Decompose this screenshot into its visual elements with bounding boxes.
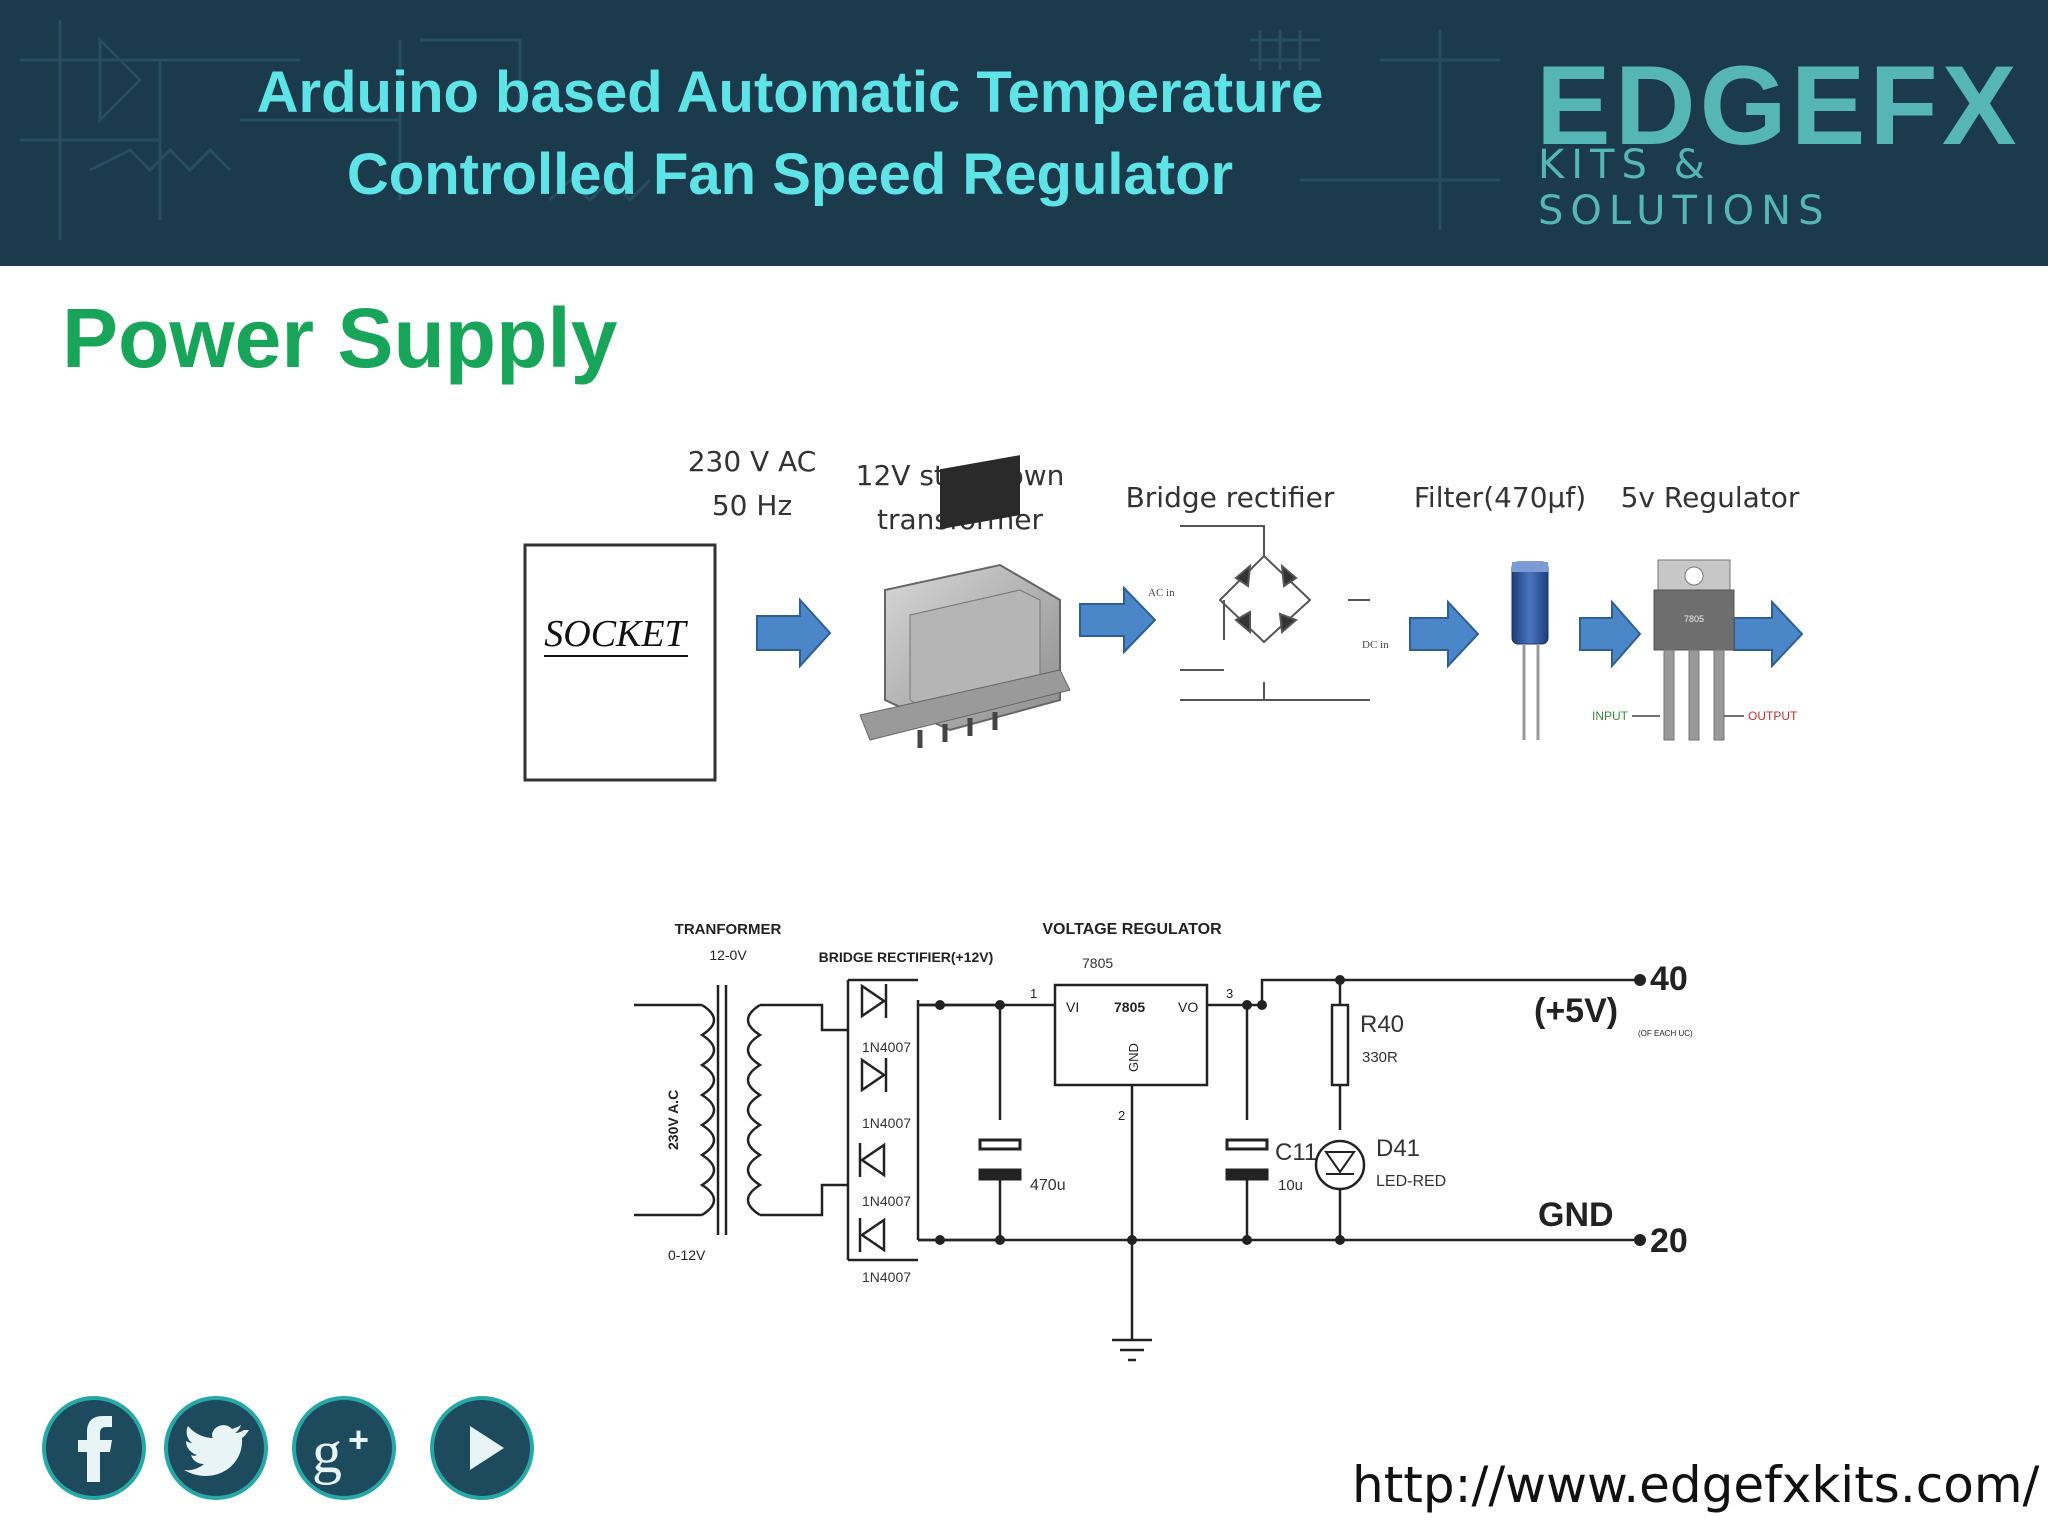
- regulator-chip: 7805: [1114, 999, 1145, 1015]
- out-pin: 40: [1650, 960, 1688, 998]
- twitter-icon: [184, 1425, 249, 1476]
- regulator-title: VOLTAGE REGULATOR: [1042, 921, 1222, 938]
- cap1-value: 470u: [1030, 1177, 1066, 1194]
- pin-1: 1: [1030, 986, 1037, 1001]
- transformer-image: [859, 455, 1071, 748]
- out-label: (+5V): [1534, 992, 1618, 1030]
- led-value: LED-RED: [1376, 1173, 1446, 1190]
- website-link[interactable]: http://www.edgefxkits.com/: [1352, 1456, 2040, 1514]
- filter-label: Filter(470µf): [1413, 481, 1587, 514]
- google-plus-button[interactable]: g +: [292, 1396, 396, 1500]
- youtube-button[interactable]: [430, 1396, 534, 1500]
- secondary-label: 0-12V: [668, 1247, 706, 1263]
- schematic: TRANFORMER 12-0V BRIDGE RECTIFIER(+12V) …: [634, 921, 1693, 1362]
- out-note: (OF EACH UC): [1638, 1029, 1693, 1038]
- led-name: D41: [1376, 1135, 1420, 1162]
- diode-3: 1N4007: [862, 1193, 911, 1209]
- pin-2: 2: [1118, 1108, 1125, 1123]
- title-line-2: Controlled Fan Speed Regulator: [346, 142, 1234, 207]
- youtube-icon: [470, 1426, 504, 1470]
- slide-title: Arduino based Automatic Temperature Cont…: [90, 52, 1490, 216]
- logo-wordmark: EDGEFX: [1536, 43, 2021, 168]
- pin-vi: VI: [1066, 999, 1079, 1015]
- diode-1: 1N4007: [862, 1039, 911, 1055]
- input-frequency: 50 Hz: [711, 489, 793, 522]
- arrow-icon: [1579, 599, 1642, 669]
- gnd-label: GND: [1538, 1196, 1614, 1234]
- socket-label: SOCKET: [544, 613, 688, 655]
- google-plus-icon: g +: [312, 1419, 369, 1485]
- svg-text:g: g: [312, 1419, 342, 1485]
- arrow-icon: [1409, 599, 1480, 669]
- pin-gnd: GND: [1126, 1043, 1141, 1072]
- facebook-button[interactable]: [42, 1396, 146, 1500]
- filter-capacitor: [1511, 561, 1549, 740]
- output-pin-label: OUTPUT: [1748, 709, 1798, 723]
- resistor-value: 330R: [1362, 1049, 1398, 1066]
- arrow-icon: [1079, 585, 1157, 655]
- input-label: 230 V AC 50 Hz: [672, 440, 832, 528]
- socket-block: SOCKET: [523, 543, 717, 782]
- transformer-rating: 12-0V: [709, 947, 747, 963]
- twitter-button[interactable]: [164, 1396, 268, 1500]
- regulator-label: 5v Regulator: [1620, 481, 1800, 514]
- input-pin-label: INPUT: [1592, 709, 1629, 723]
- regulator-chip-label: 7805: [1684, 614, 1704, 624]
- logo-tagline: KITS & SOLUTIONS: [1538, 142, 1831, 234]
- pin-3: 3: [1226, 986, 1233, 1001]
- facebook-icon: [78, 1416, 112, 1482]
- gnd-pin: 20: [1650, 1222, 1688, 1260]
- arrow-icon: [756, 597, 832, 669]
- edgefx-logo: EDGEFX KITS & SOLUTIONS: [1530, 50, 2017, 235]
- regulator-7805: 7805 INPUT OUTPUT: [1592, 559, 1798, 741]
- ac-in-label: AC in: [1148, 587, 1175, 599]
- flow-arrows: [756, 585, 1804, 669]
- header-banner: Arduino based Automatic Temperature Cont…: [0, 0, 2048, 266]
- cap2-name: C11: [1275, 1139, 1317, 1166]
- resistor-name: R40: [1360, 1011, 1404, 1038]
- rectifier-label: Bridge rectifier: [1125, 481, 1335, 514]
- transformer-title: TRANFORMER: [675, 921, 782, 938]
- input-voltage: 230 V AC: [687, 445, 817, 478]
- section-title: Power Supply: [62, 291, 618, 385]
- primary-label: 230V A.C: [665, 1090, 681, 1150]
- regulator-part: 7805: [1082, 955, 1113, 971]
- bridge-rectifier: AC in DC in: [1148, 525, 1389, 701]
- diode-2: 1N4007: [862, 1115, 911, 1131]
- arrow-icon: [1733, 599, 1804, 669]
- title-line-1: Arduino based Automatic Temperature: [256, 60, 1324, 125]
- cap2-value: 10u: [1278, 1177, 1303, 1194]
- dc-in-label: DC in: [1362, 639, 1389, 651]
- pin-vo: VO: [1178, 999, 1198, 1015]
- svg-text:+: +: [348, 1419, 369, 1460]
- circuit-background: [20, 20, 1500, 240]
- diode-4: 1N4007: [862, 1269, 911, 1285]
- bridge-title: BRIDGE RECTIFIER(+12V): [819, 949, 994, 965]
